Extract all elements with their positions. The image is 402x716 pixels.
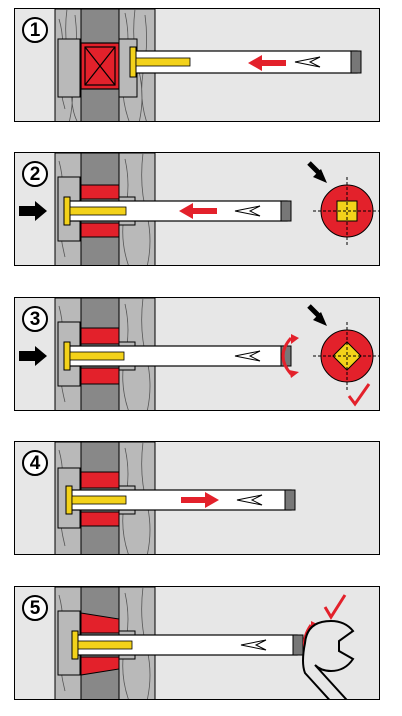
step-1-number: 1 [22, 17, 48, 43]
bolt-thread [135, 57, 191, 67]
direction-arrow-icon [248, 55, 286, 71]
step-1-illustration [54, 9, 362, 121]
bolt-thread [69, 351, 125, 361]
direction-arrow-icon [179, 203, 217, 219]
rotate-arrow-icon [281, 334, 299, 378]
anchor-leg-bottom [80, 222, 120, 238]
screw-head [350, 50, 362, 74]
step-4-illustration [54, 442, 296, 554]
direction-arrow-icon [181, 492, 219, 508]
step-3-panel: 3 [14, 297, 380, 411]
wrench-icon [302, 619, 355, 699]
push-arrow-icon [19, 201, 47, 221]
screw-head [292, 634, 304, 656]
cross-section-icon [313, 322, 379, 390]
step-5-illustration [54, 587, 355, 699]
pointer-arrow-icon [307, 161, 327, 183]
checkmark-icon [323, 594, 347, 620]
anchor-leg-bottom [80, 511, 120, 527]
step-2-number: 2 [22, 161, 48, 187]
bolt-head [65, 485, 73, 515]
screw-head [284, 489, 296, 511]
step-4-panel: 4 [14, 441, 380, 555]
bolt-head [63, 341, 71, 371]
step-2-illustration [19, 153, 379, 265]
step-1-panel: 1 [14, 8, 380, 122]
anchor-leg-top [80, 471, 120, 489]
step-3-number: 3 [22, 306, 48, 332]
flange-plate [57, 38, 81, 98]
bolt-head [71, 630, 79, 660]
step-2-panel: 2 [14, 152, 380, 266]
bolt-thread [69, 206, 127, 216]
anchor-leg-bottom [80, 656, 120, 676]
bolt-head [129, 46, 137, 78]
push-arrow-icon [19, 346, 47, 366]
bolt-thread [71, 495, 127, 505]
step-3-illustration [19, 298, 379, 410]
bolt-head [63, 196, 71, 226]
cross-section-icon [313, 177, 379, 245]
checkmark-icon [347, 383, 371, 407]
step-5-panel: 5 [14, 586, 380, 700]
step-5-number: 5 [22, 595, 48, 621]
step-4-number: 4 [22, 450, 48, 476]
anchor-leg-top [80, 184, 120, 200]
anchor-leg-bottom [80, 367, 120, 385]
pointer-arrow-icon [307, 304, 327, 326]
bolt-thread [77, 640, 133, 650]
anchor-leg-top [80, 327, 120, 345]
screw-head [280, 200, 292, 222]
